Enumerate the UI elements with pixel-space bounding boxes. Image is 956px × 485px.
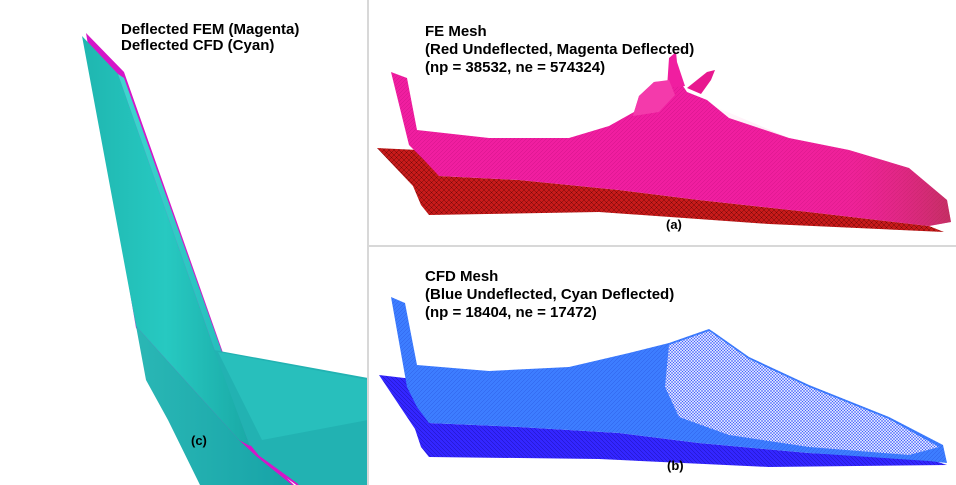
- cfd-mesh-stats: (np = 18404, ne = 17472): [425, 304, 597, 321]
- panel-b-label: (b): [667, 458, 684, 473]
- horizontal-divider: [369, 245, 956, 247]
- cfd-deflected-lower-wing: [136, 326, 292, 485]
- cfd-undeflected-wing: [379, 375, 947, 467]
- panel-a-fe-mesh: FE Mesh (Red Undeflected, Magenta Deflec…: [369, 0, 956, 245]
- legend-cfd: Deflected CFD (Cyan): [121, 37, 275, 54]
- panel-c-wing-closeup: Deflected FEM (Magenta) Deflected CFD (C…: [0, 0, 368, 485]
- panel-c-label: (c): [191, 433, 207, 448]
- cfd-deflected-fine-mesh: [665, 331, 939, 455]
- cfd-mesh-title: CFD Mesh: [425, 268, 499, 285]
- fe-mesh-drawing: [377, 52, 951, 232]
- vertical-divider: [367, 0, 369, 485]
- cfd-mesh-subtitle: (Blue Undeflected, Cyan Deflected): [425, 286, 675, 303]
- fe-deflected-tail-fin-left: [667, 52, 685, 88]
- panel-a-label: (a): [666, 217, 682, 232]
- fem-deflected-edge-line: [249, 445, 299, 485]
- fe-mesh-stats: (np = 38532, ne = 574324): [425, 59, 606, 76]
- panel-b-cfd-mesh: CFD Mesh (Blue Undeflected, Cyan Deflect…: [369, 247, 956, 485]
- cfd-deflected-fin-front: [82, 36, 250, 446]
- fe-undeflected-wing: [377, 148, 944, 232]
- fe-deflected-tail-fin-right: [687, 70, 715, 94]
- cfd-deflected-main-wing-highlight: [218, 352, 368, 440]
- fe-deflected-canopy: [633, 80, 675, 116]
- fe-mesh-subtitle: (Red Undeflected, Magenta Deflected): [425, 41, 695, 58]
- legend-fem: Deflected FEM (Magenta): [121, 21, 300, 38]
- wing-closeup-drawing: [82, 33, 368, 485]
- fe-mesh-title: FE Mesh: [425, 23, 487, 40]
- cfd-mesh-drawing: [379, 297, 947, 467]
- fe-deflected-body-shade: [699, 100, 951, 226]
